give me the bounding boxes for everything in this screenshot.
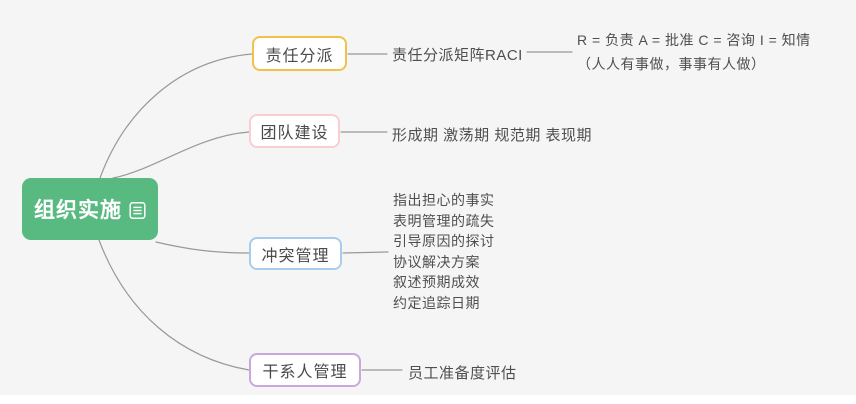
raci-legend-line-2: （人人有事做，事事有人做） bbox=[577, 56, 766, 72]
leaf-topic-employee-readiness[interactable]: 员工准备度评估 bbox=[408, 365, 517, 382]
canvas-bottom-margin bbox=[0, 395, 856, 404]
branch-node-team-building[interactable]: 团队建设 bbox=[249, 114, 340, 148]
edge-root-to-responsibility bbox=[99, 53, 253, 179]
leaf-topic-conflict-steps[interactable]: 指出担心的事实 表明管理的疏失 引导原因的探讨 协议解决方案 叙述预期成效 约定… bbox=[393, 190, 495, 313]
edge-root-to-conflict bbox=[155, 241, 250, 254]
root-node-organization-implementation[interactable]: 组织实施 bbox=[22, 178, 158, 240]
conflict-step: 协议解决方案 bbox=[393, 253, 480, 270]
branch-node-label: 团队建设 bbox=[260, 125, 329, 142]
branch-node-stakeholder-management[interactable]: 干系人管理 bbox=[249, 353, 361, 387]
leaf-topic-raci-matrix[interactable]: 责任分派矩阵RACI bbox=[392, 47, 523, 64]
branch-node-conflict-management[interactable]: 冲突管理 bbox=[249, 237, 342, 270]
conflict-step: 引导原因的探讨 bbox=[393, 233, 495, 249]
branch-node-label: 责任分派 bbox=[265, 47, 334, 65]
leaf-topic-team-stages[interactable]: 形成期 激荡期 规范期 表现期 bbox=[392, 127, 593, 144]
notes-icon[interactable] bbox=[129, 201, 146, 220]
conflict-step: 叙述预期成效 bbox=[393, 274, 480, 290]
raci-legend-line-1: R = 负责 A = 批准 C = 咨询 I = 知情 bbox=[577, 32, 811, 48]
conflict-step: 约定追踪日期 bbox=[393, 294, 480, 311]
root-node-label: 组织实施 bbox=[34, 199, 122, 222]
conflict-step: 指出担心的事实 bbox=[393, 192, 495, 208]
branch-node-responsibility-assignment[interactable]: 责任分派 bbox=[252, 36, 347, 71]
conflict-step: 表明管理的疏失 bbox=[393, 212, 495, 229]
branch-node-label: 冲突管理 bbox=[261, 247, 330, 265]
leaf-topic-raci-legend[interactable]: R = 负责 A = 批准 C = 咨询 I = 知情 （人人有事做，事事有人做… bbox=[577, 28, 811, 76]
edge-root-to-stakeholder bbox=[98, 239, 250, 371]
edge-conflict-to-steps bbox=[342, 251, 389, 254]
edge-root-to-team bbox=[112, 131, 250, 179]
branch-node-label: 干系人管理 bbox=[262, 364, 348, 381]
